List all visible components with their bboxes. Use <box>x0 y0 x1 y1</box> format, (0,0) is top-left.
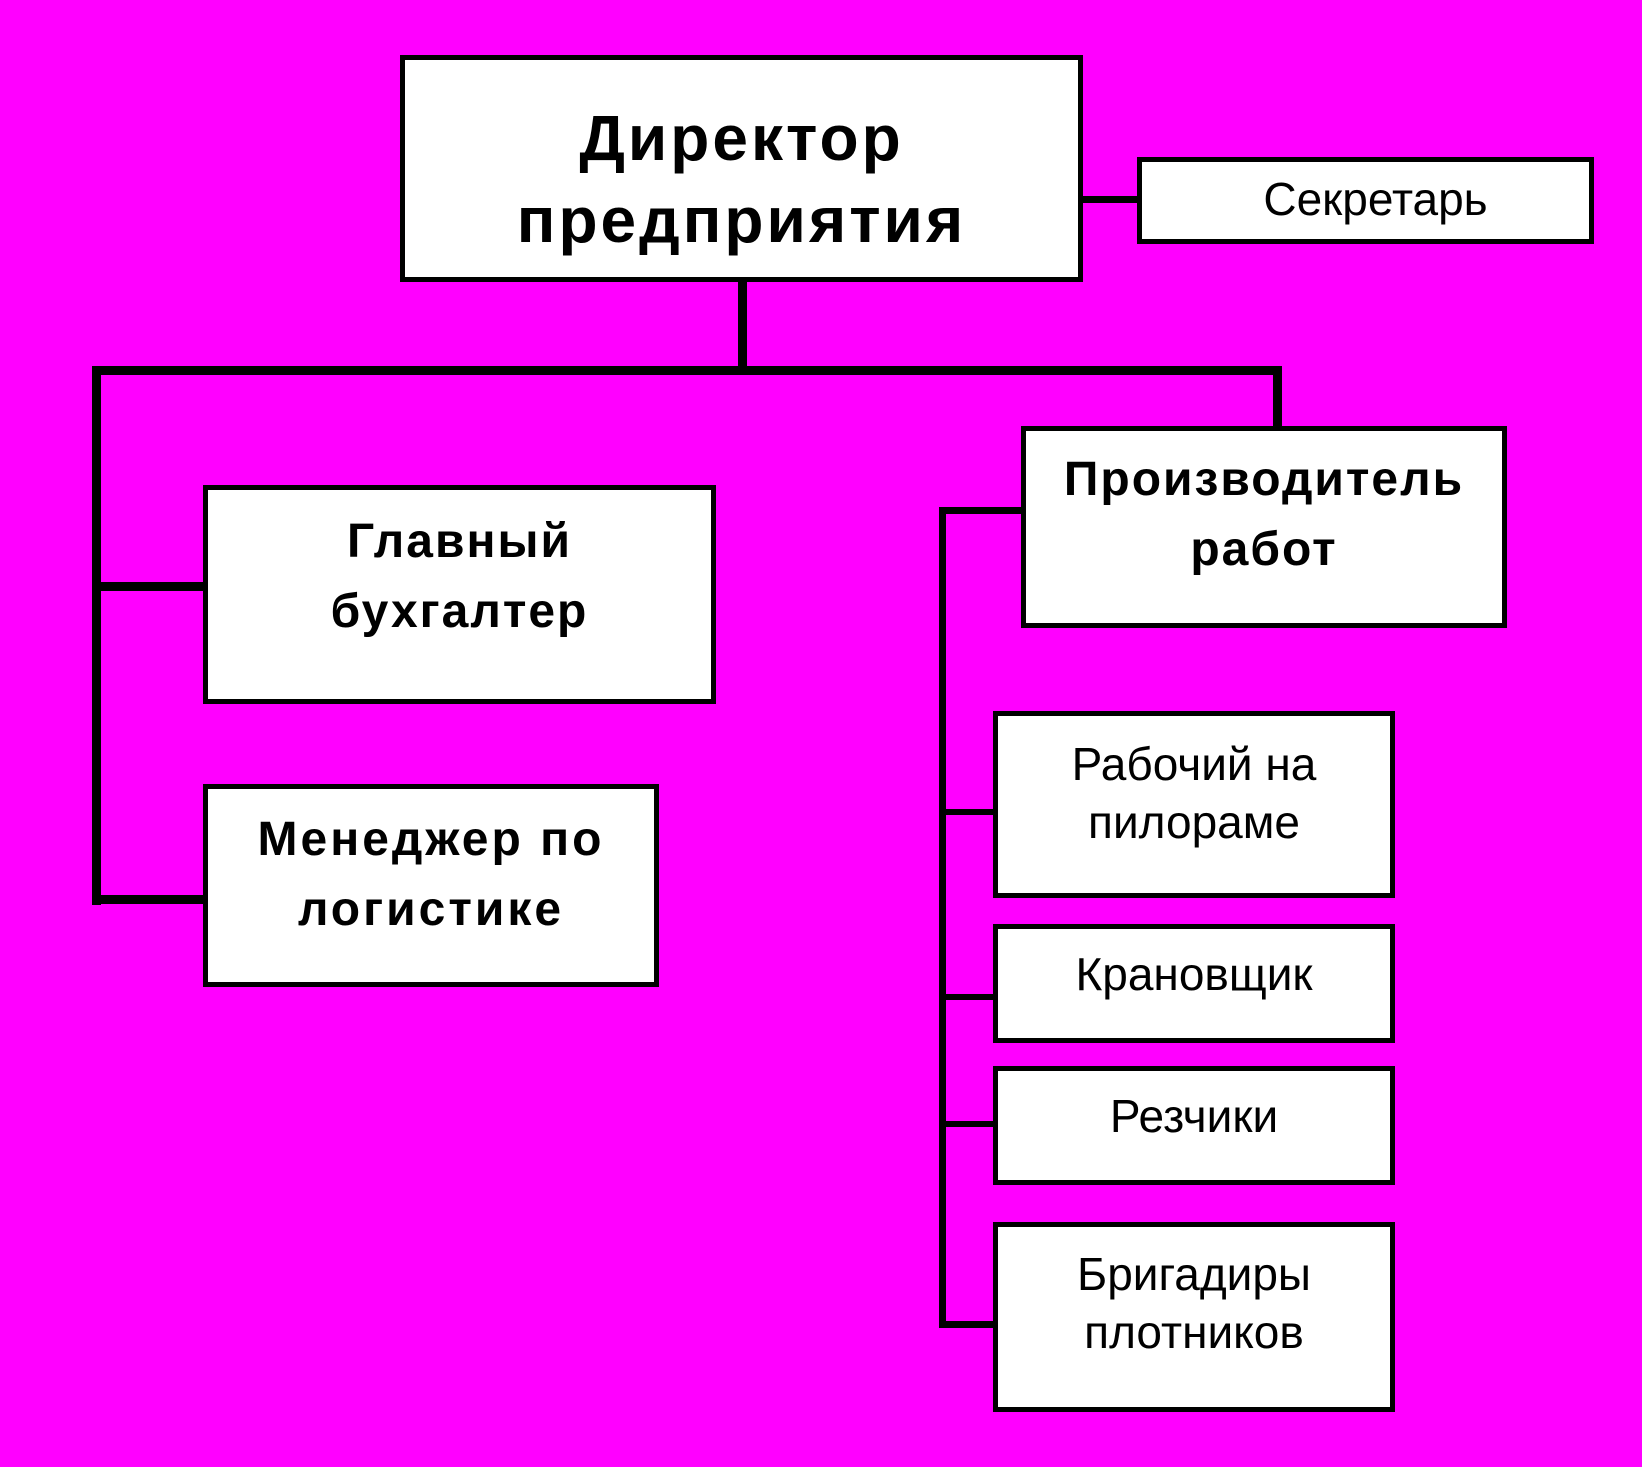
sawmill-worker-box: Рабочий на пилораме <box>993 711 1395 898</box>
director-label-line2: предприятия <box>516 184 967 256</box>
carpenter-foremen-label-line2: плотников <box>1084 1306 1304 1358</box>
sawmill-worker-label-line2: пилораме <box>1088 796 1300 848</box>
connector-sawmill-worker <box>939 809 997 815</box>
connector-carpenter-foremen <box>939 1321 997 1328</box>
works-producer-label-line2: работ <box>1190 523 1338 576</box>
connector-carvers <box>939 1121 997 1127</box>
logistics-manager-label-line1: Менеджер по <box>257 813 605 866</box>
secretary-label: Секретарь <box>1263 173 1488 225</box>
connector-director-down <box>738 275 747 372</box>
connector-right-down <box>1273 366 1282 428</box>
carpenter-foremen-label-line1: Бригадиры <box>1077 1248 1311 1300</box>
connector-works-producer-branch <box>939 507 1023 514</box>
carpenter-foremen-box: Бригадиры плотников <box>993 1222 1395 1412</box>
secretary-box: Секретарь <box>1137 157 1594 244</box>
chief-accountant-box: Главный бухгалтер <box>203 485 716 704</box>
sawmill-worker-label-line1: Рабочий на <box>1071 738 1317 790</box>
crane-operator-label: Крановщик <box>1075 948 1313 1000</box>
works-producer-label-line1: Производитель <box>1063 453 1465 506</box>
connector-main-horizontal <box>92 366 1281 375</box>
connector-right-vertical <box>939 507 946 1328</box>
carvers-label: Резчики <box>1109 1090 1279 1142</box>
logistics-manager-box: Менеджер по логистике <box>203 784 659 987</box>
chief-accountant-label-line2: бухгалтер <box>330 585 589 638</box>
works-producer-box: Производитель работ <box>1021 426 1507 628</box>
connector-director-secretary <box>1082 196 1141 203</box>
director-label-line1: Директор <box>579 102 904 174</box>
connector-chief-accountant <box>92 582 206 591</box>
carvers-box: Резчики <box>993 1066 1395 1185</box>
director-box: Директор предприятия <box>400 55 1083 282</box>
crane-operator-box: Крановщик <box>993 924 1395 1043</box>
logistics-manager-label-line2: логистике <box>297 883 565 936</box>
connector-crane-operator <box>939 994 997 1000</box>
connector-left-vertical <box>92 366 101 905</box>
connector-logistics-manager <box>92 895 206 904</box>
chief-accountant-label-line1: Главный <box>346 515 572 568</box>
